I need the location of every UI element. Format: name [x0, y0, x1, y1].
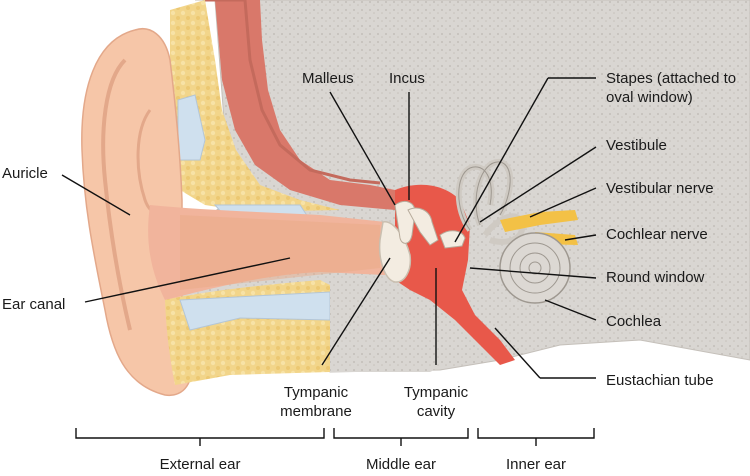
label-stapes-line2: oval window) — [606, 89, 693, 106]
label-inner-ear: Inner ear — [505, 456, 567, 473]
label-auricle: Auricle — [2, 165, 48, 182]
label-malleus: Malleus — [302, 70, 354, 87]
region-brackets — [75, 428, 595, 446]
incus-shape — [407, 207, 439, 246]
label-external-ear: External ear — [159, 456, 241, 473]
label-round-window: Round window — [606, 269, 705, 286]
label-cochlear-nerve: Cochlear nerve — [606, 226, 708, 243]
vestibular-nerve-shape — [500, 210, 578, 232]
label-ear-canal: Ear canal — [2, 296, 66, 313]
label-stapes-line1: Stapes (attached to — [606, 70, 737, 87]
label-eustachian-tube: Eustachian tube — [606, 372, 714, 389]
leader-lines — [61, 77, 597, 379]
label-vestibule: Vestibule — [606, 137, 667, 154]
label-tympanic-cavity-line1: Tympanic — [403, 384, 469, 401]
auricle-shape — [81, 28, 192, 396]
bracket-external-ear — [75, 428, 325, 446]
upper-fat — [170, 0, 340, 212]
label-tympanic-membrane-line2: membrane — [280, 403, 352, 420]
stapes-shape — [439, 230, 466, 249]
upper-tissue — [195, 0, 395, 210]
bracket-inner-ear — [477, 428, 595, 446]
label-middle-ear: Middle ear — [365, 456, 437, 473]
label-incus: Incus — [389, 70, 425, 87]
label-vestibular-nerve: Vestibular nerve — [606, 180, 714, 197]
label-cochlea: Cochlea — [606, 313, 662, 330]
label-tympanic-membrane-line1: Tympanic — [283, 384, 349, 401]
upper-bone-layer — [205, 0, 381, 185]
bracket-middle-ear — [333, 428, 469, 446]
lower-bone — [330, 280, 500, 372]
label-tympanic-cavity-line2: cavity — [416, 403, 456, 420]
lower-cartilage — [179, 291, 331, 331]
auricle-fold — [101, 58, 132, 331]
